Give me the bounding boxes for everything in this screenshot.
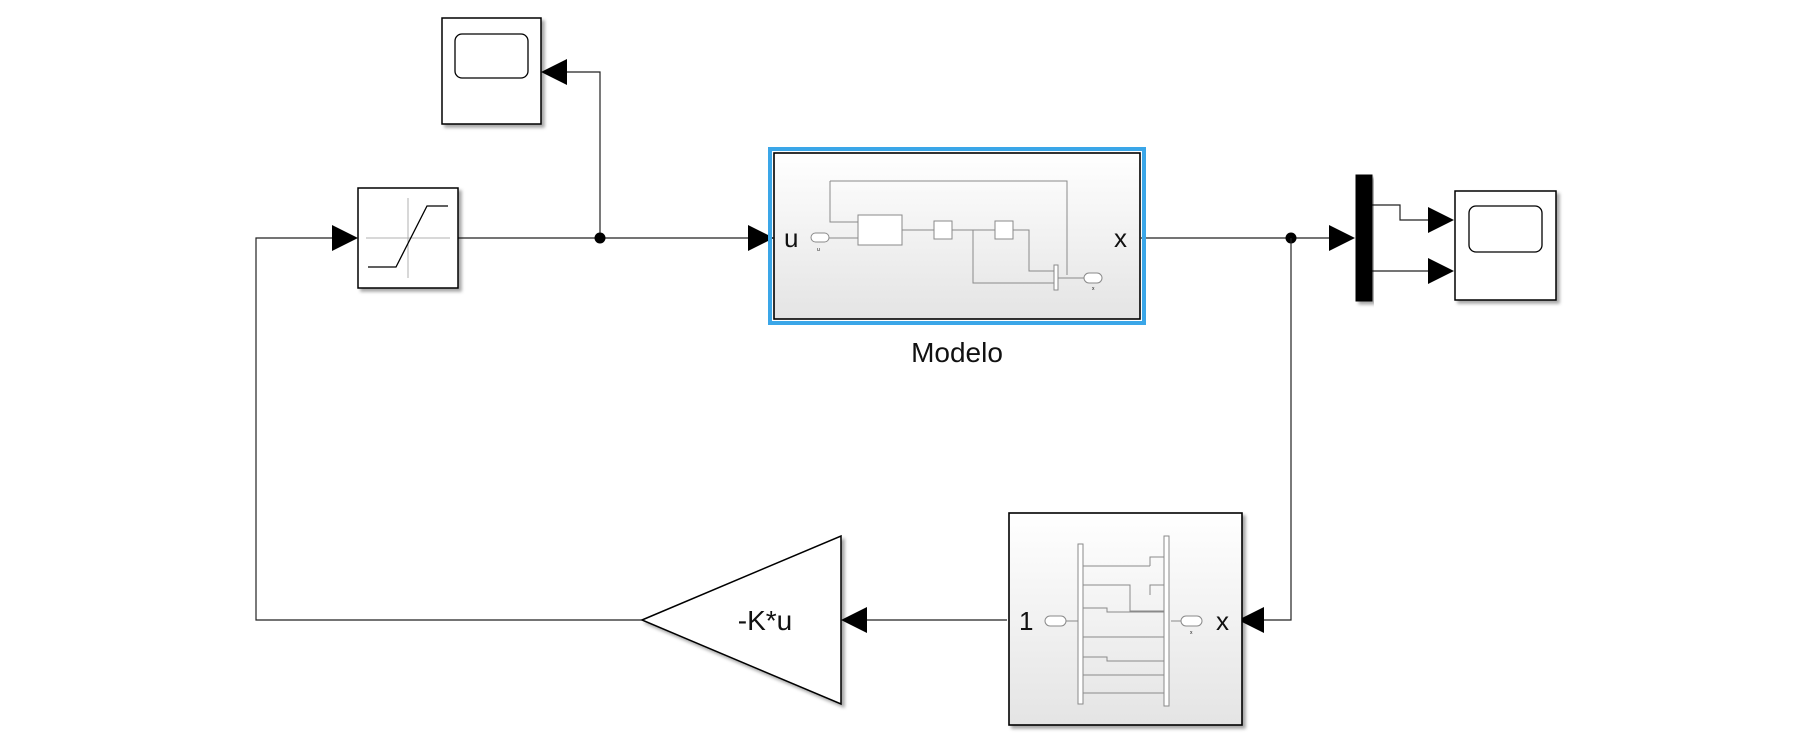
svg-text:x: x bbox=[1190, 630, 1193, 636]
arrowhead-scope-right-input-1 bbox=[1428, 207, 1454, 233]
signal-line-mux-to-scope-1[interactable] bbox=[1372, 204, 1432, 221]
arrowhead-mux-input bbox=[1329, 225, 1355, 251]
arrowhead-gain-input bbox=[841, 607, 867, 633]
modelo-input-port-label: u bbox=[784, 223, 798, 253]
selector-subsystem-block[interactable]: 1 x x bbox=[1008, 512, 1243, 726]
arrowhead-selector-input bbox=[1238, 607, 1264, 633]
modelo-block-name: Modelo bbox=[911, 337, 1003, 368]
scope-screen-icon bbox=[454, 33, 529, 79]
signal-line-feedback[interactable] bbox=[255, 237, 642, 621]
mux-block[interactable] bbox=[1355, 174, 1373, 302]
scope-screen-icon bbox=[1468, 205, 1543, 253]
saturation-block[interactable] bbox=[357, 187, 459, 289]
scope-block-top[interactable] bbox=[441, 17, 542, 125]
saturation-curve-icon bbox=[366, 198, 450, 278]
arrowhead-scope-right-input-2 bbox=[1428, 258, 1454, 284]
modelo-subsystem-block[interactable]: u x u x Modelo bbox=[768, 147, 1146, 368]
branch-point-u[interactable] bbox=[594, 232, 606, 244]
svg-text:x: x bbox=[1092, 286, 1095, 292]
scope-block-right[interactable] bbox=[1454, 190, 1557, 301]
arrowhead-modelo-input bbox=[748, 225, 774, 251]
signal-line-branch-to-scope-top[interactable] bbox=[565, 71, 601, 238]
gain-block[interactable]: -K*u bbox=[640, 534, 842, 706]
selector-input-port-label: x bbox=[1216, 606, 1229, 636]
arrowhead-scope-top-input bbox=[541, 59, 567, 85]
selector-inner-preview: x bbox=[1044, 535, 1203, 707]
modelo-output-port-label: x bbox=[1114, 223, 1127, 253]
modelo-inner-preview: u x bbox=[810, 180, 1103, 292]
selector-output-port-label: 1 bbox=[1019, 606, 1033, 636]
svg-text:u: u bbox=[817, 247, 820, 253]
arrowhead-saturation-input bbox=[332, 225, 358, 251]
signal-line-branch-to-selector[interactable] bbox=[1262, 238, 1292, 621]
selection-highlight bbox=[768, 147, 1146, 325]
gain-value-label: -K*u bbox=[738, 605, 792, 636]
